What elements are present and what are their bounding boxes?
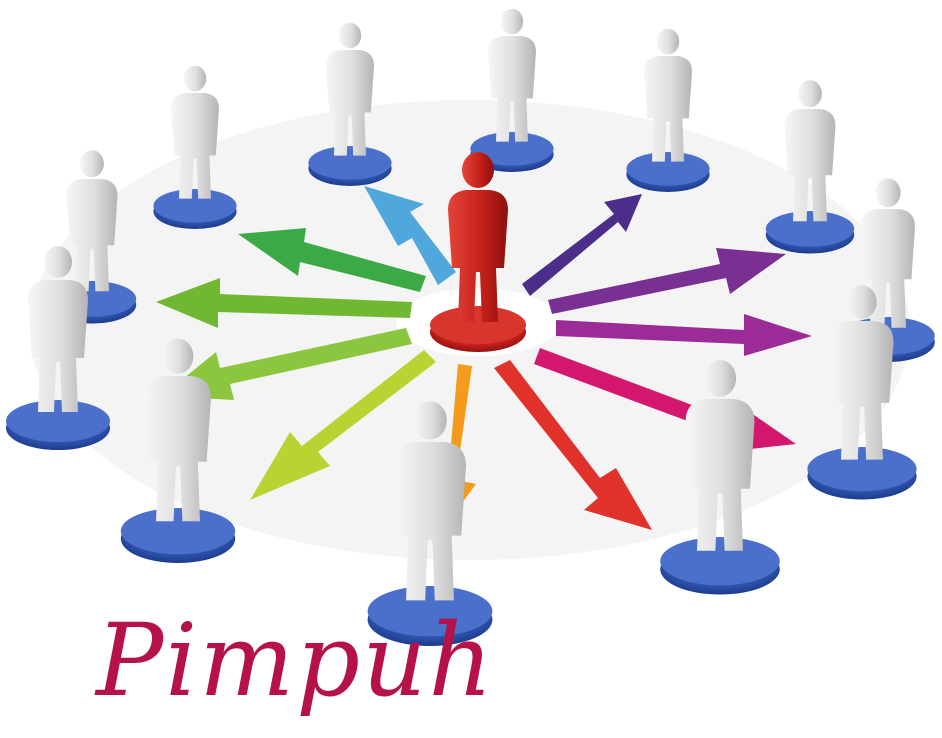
arrows bbox=[156, 186, 812, 530]
arrow-indigo bbox=[522, 194, 642, 296]
arrow-red bbox=[494, 360, 652, 530]
caption-text: Pimpuh bbox=[96, 602, 495, 719]
arrow-violet bbox=[548, 248, 786, 314]
arrow-lime bbox=[156, 278, 412, 328]
arrow-light-blue bbox=[364, 186, 456, 285]
arrow-yellow bbox=[250, 350, 436, 500]
arrow-purple bbox=[556, 314, 812, 356]
leader-figure bbox=[430, 152, 526, 352]
arrow-yellow-green bbox=[162, 328, 412, 400]
arrow-green bbox=[238, 228, 426, 292]
